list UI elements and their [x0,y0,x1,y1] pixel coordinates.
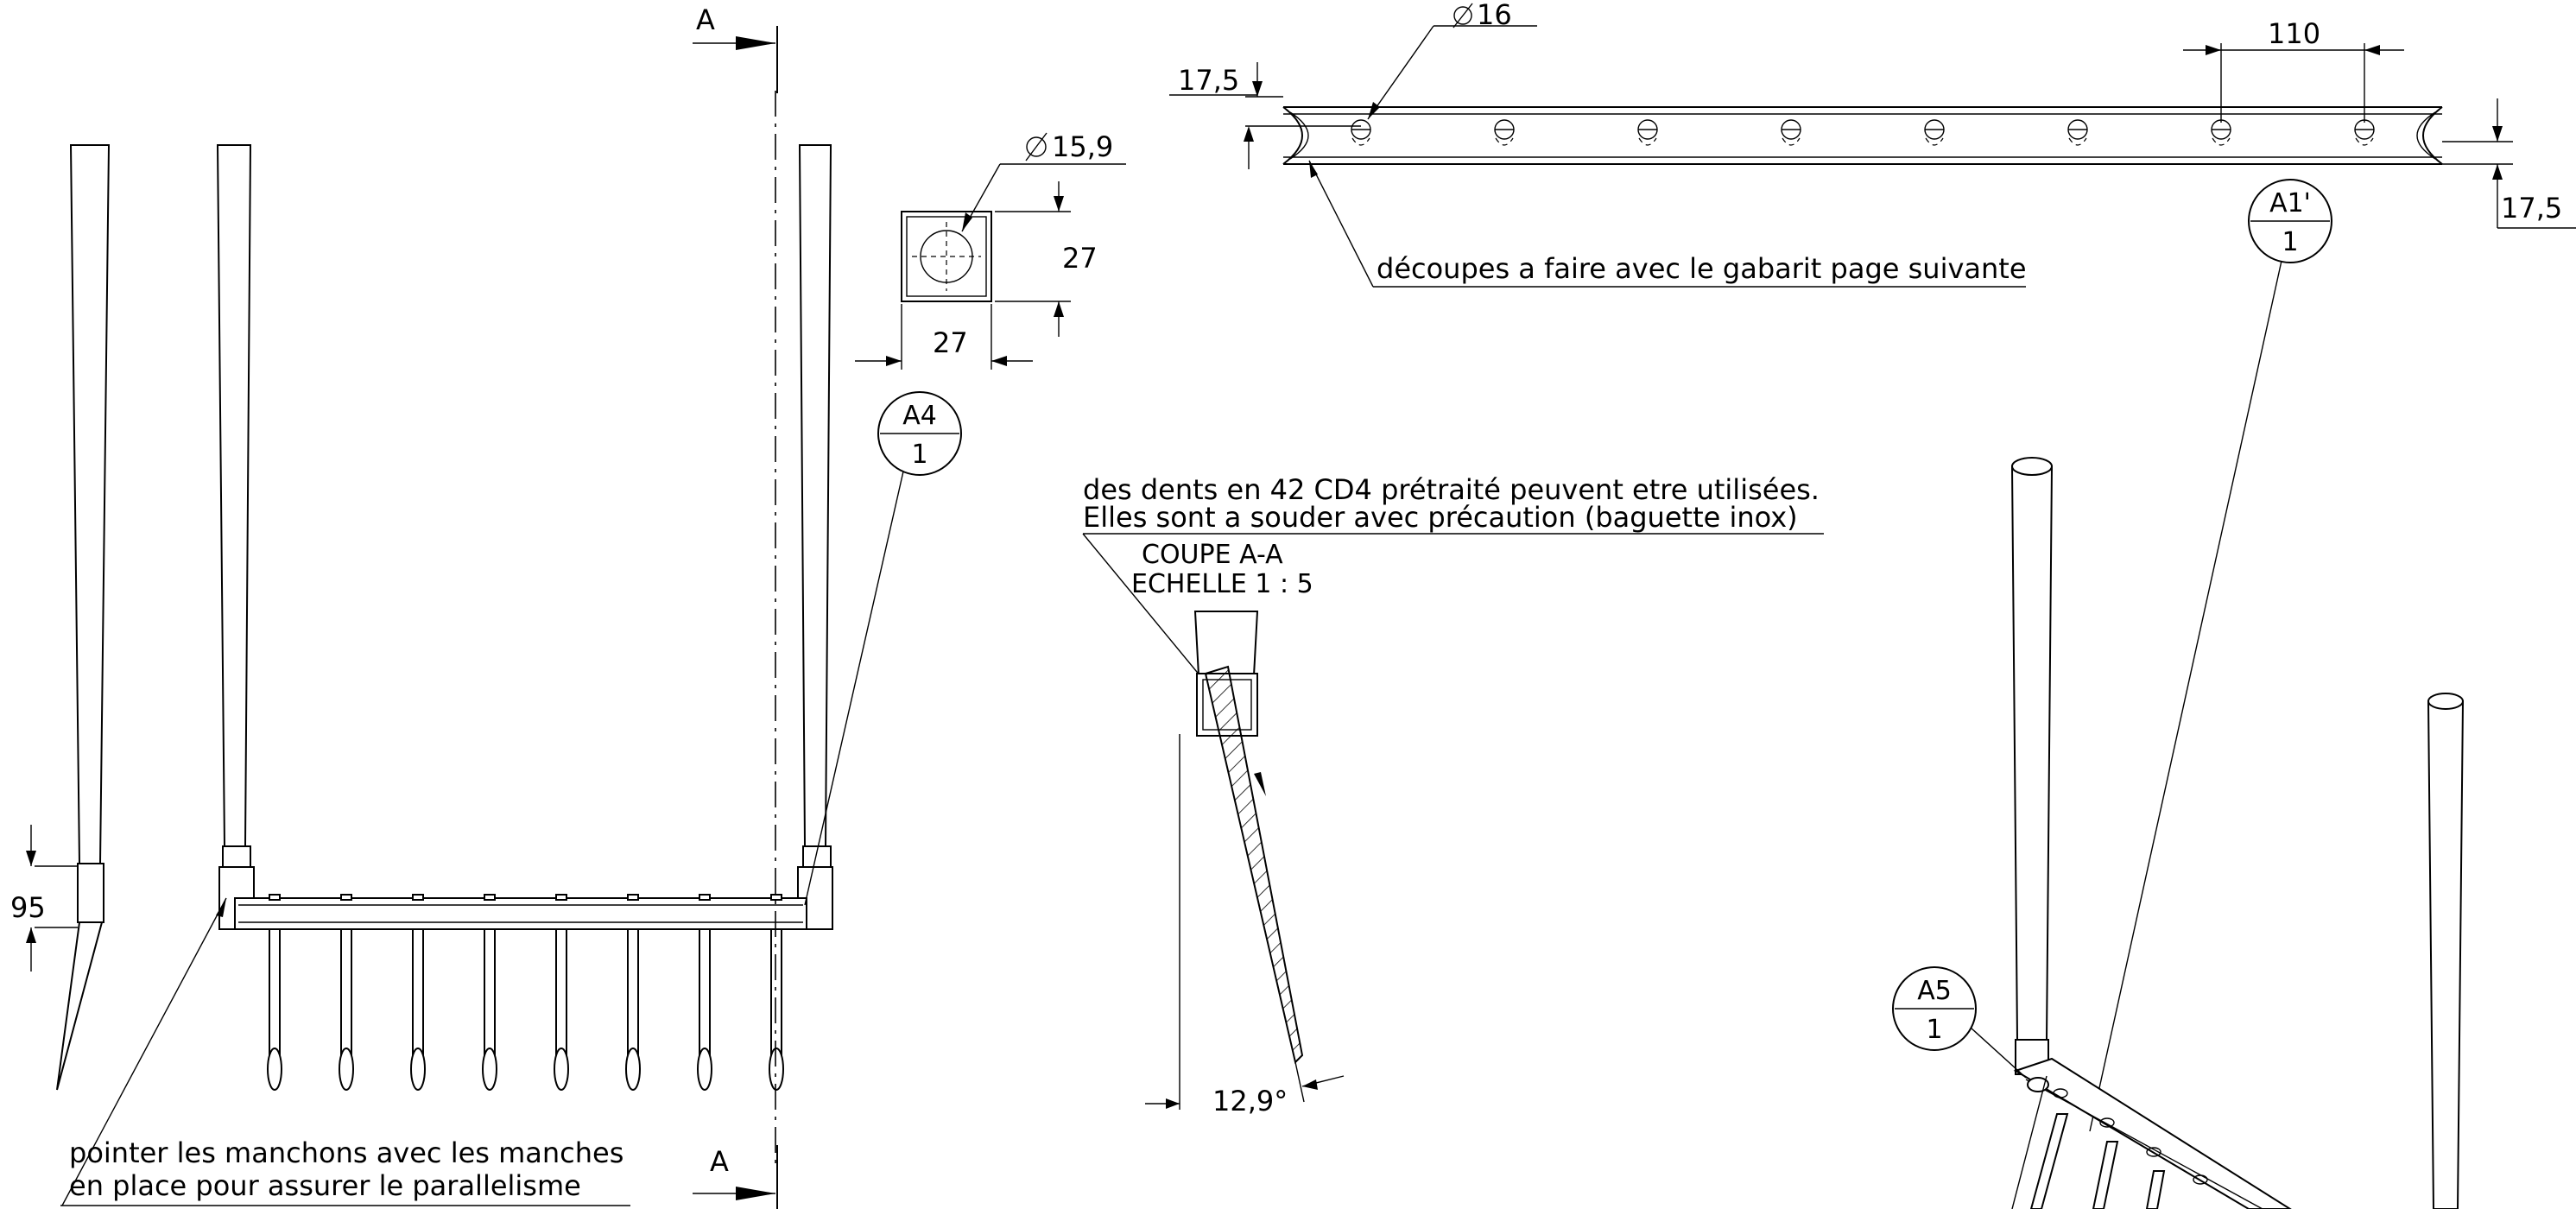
balloon-a1p-top: A1' [2269,188,2311,218]
note-teeth-line1: des dents en 42 CD4 prétraité peuvent et… [1083,473,1820,506]
dim-tube-hole: 15,9 [1052,130,1113,163]
diameter-symbol-icon [1453,3,1473,28]
note-sleeves-line2: en place pour assurer le parallelisme [69,1169,581,1202]
balloon-a1p-bottom: 1 [2282,227,2298,257]
section-a-a: des dents en 42 CD4 prétraité peuvent et… [1082,473,1824,1117]
section-marker-bottom: A [710,1145,729,1178]
dim-section-angle: 12,9° [1212,1085,1288,1117]
note-cutouts: découpes a faire avec le gabarit page su… [1377,252,2027,285]
section-title: COUPE A-A [1142,540,1283,570]
dim-hole-diameter: 16 [1477,0,1512,31]
detail-balloon-a4: A4 1 [804,391,962,906]
tube-plan-view: 16 110 17,5 17,5 découpes a faire avec l… [1169,0,2576,288]
tube-section: 15,9 27 27 [855,130,1126,370]
front-view: A A pointer les manchons avec les manche… [60,3,833,1209]
tube-holes [1351,119,2375,146]
note-sleeves-line1: pointer les manchons avec les manches [69,1136,623,1169]
detail-balloon-a5: A5 1 [1892,966,2027,1079]
balloon-a4-top: A4 [902,401,937,431]
dim-edge-left: 17,5 [1178,64,1239,97]
diameter-symbol-icon [1025,132,1047,161]
dim-tube-width: 27 [933,326,968,359]
balloon-a5-bottom: 1 [1926,1015,1942,1045]
isometric-holes [2053,1088,2208,1185]
detail-balloon-a1p: A1' 1 [2089,179,2332,1132]
side-view: 95 [10,144,111,1091]
balloon-a4-bottom: 1 [911,440,927,470]
isometric-view [2010,457,2465,1209]
section-scale: ECHELLE 1 : 5 [1131,569,1313,599]
section-marker-top: A [696,3,715,36]
dim-edge-right: 17,5 [2501,192,2562,225]
dim-hole-pitch: 110 [2268,17,2320,50]
note-teeth-line2: Elles sont a souder avec précaution (bag… [1083,501,1798,534]
dim-tube-height: 27 [1062,242,1098,275]
balloon-a5-top: A5 [1917,976,1952,1006]
front-teeth [267,894,784,1091]
dim-sleeve-length: 95 [10,891,46,924]
